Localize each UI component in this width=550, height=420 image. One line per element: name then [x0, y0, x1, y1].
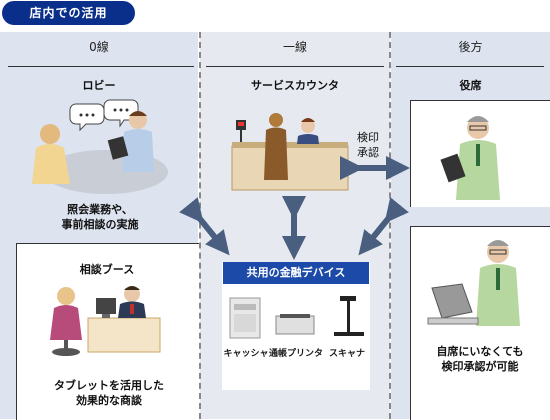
arrow-frontline-devices [179, 197, 230, 256]
booth-caption-line1: タブレットを活用した [54, 379, 164, 392]
arrow-label-line2: 承認 [357, 146, 379, 159]
lobby-caption-line2: 事前相談の実施 [61, 218, 139, 231]
supervisor-tablet-illustration [440, 116, 500, 200]
device-label-scanner: スキャナ [328, 349, 365, 359]
counter-title: サービスカウンタ [251, 79, 339, 92]
counter-arrow-label: 検印 承認 [350, 130, 386, 160]
supervisor-desk-illustration [427, 240, 520, 326]
devices-title: 共用の金融デバイス [223, 262, 369, 284]
booth-caption: タブレットを活用した 効果的な商談 [24, 378, 194, 408]
devices-illustration [229, 296, 364, 339]
booth-illustration [50, 286, 161, 356]
left-header-rule [8, 66, 194, 67]
lobby-title: ロビー [82, 79, 116, 92]
back-office-caption: 自席にいなくても 検印承認が可能 [410, 344, 550, 374]
back-office-title: 役席 [459, 79, 482, 92]
arrow-backoffice-devices [358, 197, 409, 256]
device-label-cashier: キャッシャ [223, 349, 269, 359]
booth-title: 相談ブース [79, 263, 135, 276]
column-header-right: 後方 [458, 40, 483, 54]
counter-illustration [231, 113, 349, 191]
column-header-left: 0線 [89, 40, 109, 54]
back-office-caption-line1: 自席にいなくても [436, 345, 524, 358]
lobby-caption-line1: 照会業務や、 [67, 203, 133, 216]
column-header-middle: 一線 [282, 40, 307, 54]
arrow-label-line1: 検印 [357, 131, 379, 144]
lobby-caption: 照会業務や、 事前相談の実施 [20, 202, 180, 232]
header-title: 店内での活用 [2, 1, 135, 25]
middle-header-rule [206, 66, 384, 67]
booth-caption-line2: 効果的な商談 [76, 394, 142, 407]
device-label-printer: 通帳プリンタ [268, 349, 323, 359]
back-office-caption-line2: 検印承認が可能 [441, 360, 519, 373]
right-header-rule [396, 66, 544, 67]
lobby-illustration [32, 99, 168, 194]
